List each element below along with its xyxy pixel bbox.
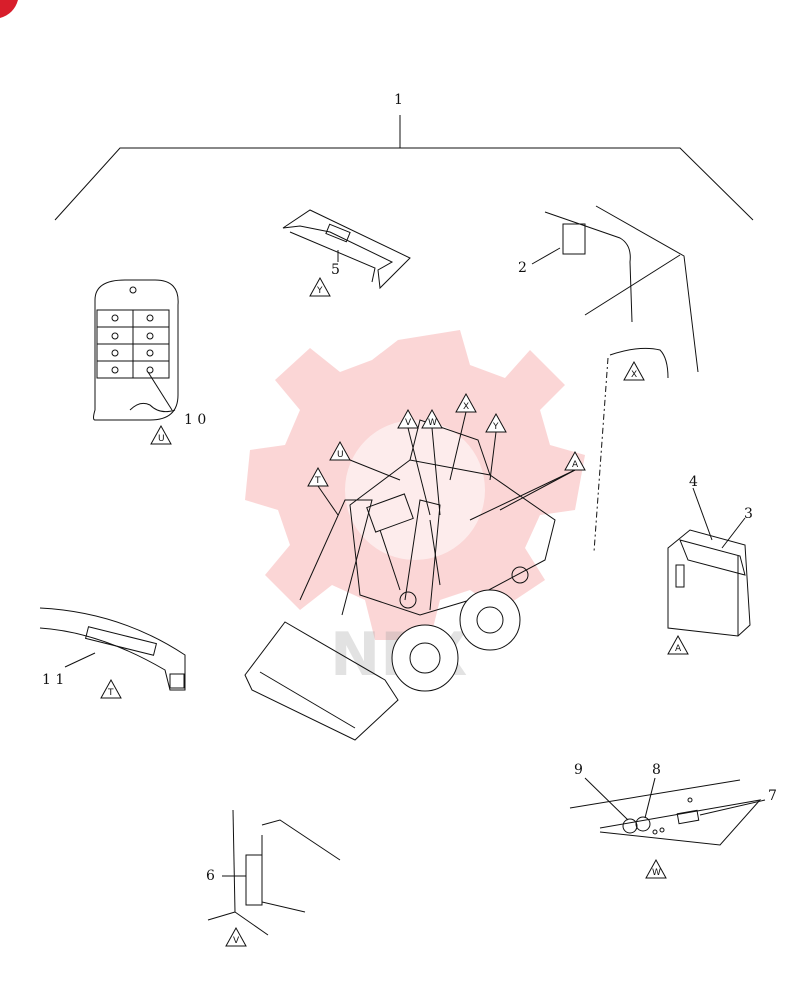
- callout-6: 6: [206, 868, 215, 884]
- svg-text:A: A: [572, 460, 579, 470]
- kit-bracket: [54, 115, 754, 221]
- svg-text:U: U: [158, 434, 165, 444]
- svg-text:Y: Y: [492, 422, 499, 432]
- view-triangle-y-top: Y: [309, 276, 331, 297]
- callout-9: 9: [574, 762, 583, 778]
- view-triangle-x-right: X: [623, 360, 645, 381]
- callout-5: 5: [331, 262, 340, 278]
- svg-text:V: V: [233, 936, 240, 946]
- callout-1: 1: [394, 92, 403, 108]
- frame-decal-6: [207, 809, 341, 936]
- svg-text:V: V: [405, 418, 412, 428]
- view-triangle-w-bottom: W: [645, 858, 667, 879]
- watermark-gear-icon: [245, 330, 585, 640]
- svg-text:W: W: [428, 418, 437, 428]
- callout-10: 1 0: [184, 412, 206, 428]
- view-leader-lines: [317, 411, 576, 521]
- cab-decal-2: [531, 205, 699, 373]
- svg-text:U: U: [337, 450, 344, 460]
- callout-4: 4: [689, 474, 698, 490]
- view-triangle-x: X: [455, 392, 477, 413]
- view-x-profile: [593, 347, 669, 553]
- view-triangle-t-left: T: [100, 678, 122, 699]
- view-triangle-y: Y: [485, 412, 507, 433]
- view-triangle-v: V: [397, 408, 419, 429]
- view-triangle-a-right: A: [667, 634, 689, 655]
- svg-text:Y: Y: [316, 286, 323, 296]
- view-triangle-w: W: [421, 408, 443, 429]
- svg-text:X: X: [463, 402, 469, 412]
- console-7-8-9: [569, 777, 766, 846]
- svg-text:T: T: [314, 476, 321, 486]
- operator-card-10: [93, 279, 179, 421]
- view-triangle-t: T: [307, 466, 329, 487]
- svg-text:T: T: [107, 688, 114, 698]
- callout-8: 8: [652, 762, 661, 778]
- arm-decal-11: [39, 607, 186, 691]
- callout-3: 3: [744, 506, 753, 522]
- svg-text:X: X: [631, 370, 637, 380]
- callout-11: 1 1: [42, 672, 64, 688]
- svg-text:A: A: [675, 644, 682, 654]
- corner-marker: [0, 0, 18, 18]
- callout-7: 7: [768, 788, 777, 804]
- view-triangle-v-bottom: V: [225, 926, 247, 947]
- rear-panel-3-4: [667, 487, 751, 637]
- view-triangle-a: A: [564, 450, 586, 471]
- callout-2: 2: [518, 260, 527, 276]
- skid-steer-loader: [244, 419, 556, 741]
- decal-strip-5: [282, 209, 411, 290]
- svg-text:W: W: [652, 868, 661, 878]
- view-triangle-u: U: [329, 440, 351, 461]
- view-triangle-u-left: U: [150, 424, 172, 445]
